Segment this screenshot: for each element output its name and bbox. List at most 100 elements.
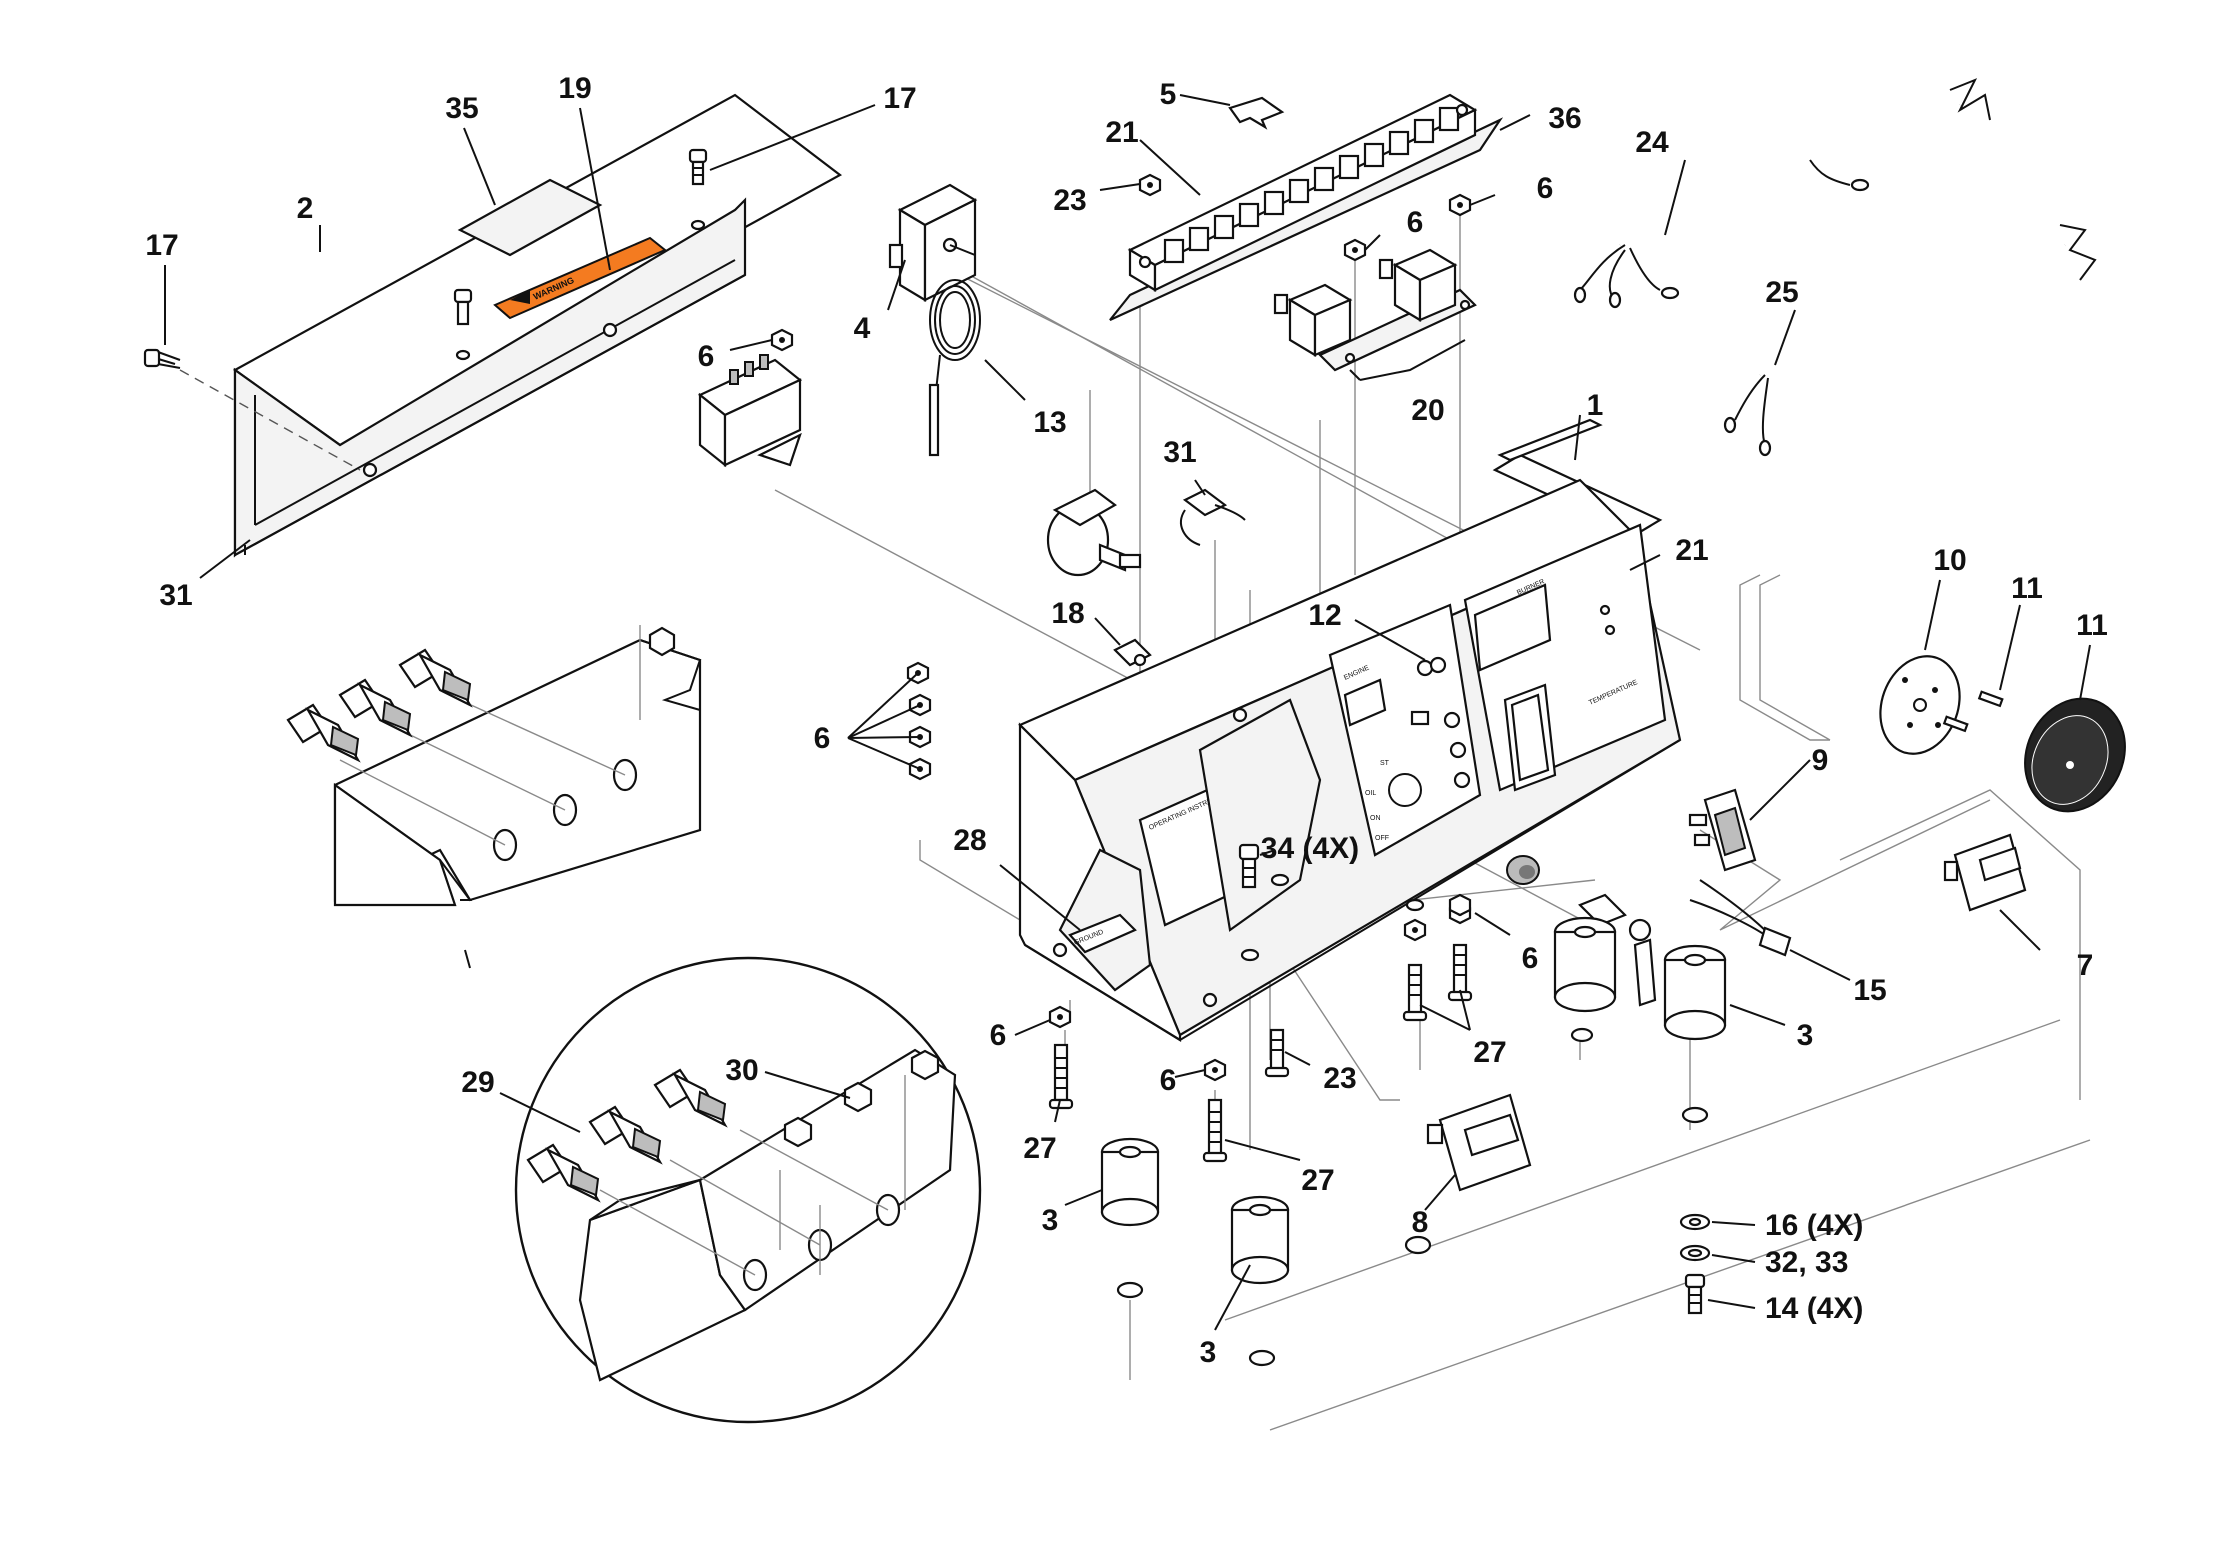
- fitting-mounting-plate: [333, 625, 702, 969]
- callout-6-mid: 6: [1160, 1064, 1177, 1097]
- compression-fitting-lower: [286, 703, 361, 763]
- callout-4: 4: [854, 312, 871, 345]
- callout-17-top: 17: [883, 82, 916, 115]
- callout-27-left: 27: [1023, 1132, 1056, 1165]
- rocker-switch-part-8: [1688, 788, 1757, 872]
- screw-on-cover: [453, 288, 473, 361]
- compression-fitting-middle: [338, 678, 413, 738]
- compression-fitting-upper: [398, 648, 473, 708]
- key-switch: [1578, 893, 1657, 1007]
- fitting-part-29-a: [526, 1143, 601, 1203]
- callout-17-left: 17: [145, 229, 178, 262]
- lockwasher-part-34: [1679, 1244, 1711, 1262]
- callout-6-stack: 6: [814, 722, 831, 755]
- callout-27-right: 27: [1473, 1036, 1506, 1069]
- callout-8: 9: [1812, 744, 1829, 777]
- screw-part-35: [1238, 843, 1290, 962]
- callout-13: 13: [1033, 406, 1066, 439]
- dial-plate-part-9: [1879, 655, 1961, 755]
- callout-3-bottom: 3: [1200, 1336, 1217, 1369]
- leader-lines: [164, 94, 2091, 1331]
- off-label: OFF: [1375, 835, 1389, 842]
- callout-18: 18: [1051, 597, 1084, 630]
- callout-22: 21: [1105, 116, 1138, 149]
- callout-labels: 2 35 19 17 17 31 5 21 23 36 24 25 6 6 4 …: [145, 72, 2108, 1369]
- relay-part-20: [1273, 248, 1477, 372]
- callout-36: 35: [445, 92, 478, 125]
- screw-part-17-right: [688, 148, 708, 231]
- callout-28: 28: [953, 824, 986, 857]
- fitting-part-29-b: [588, 1105, 663, 1165]
- warning-label-part-19: WARNING: [493, 236, 667, 320]
- screw-part-27-mid: [1202, 1058, 1228, 1163]
- wire-harness-part-25: [1573, 78, 1991, 309]
- screw-part-27-left: [1048, 1005, 1074, 1110]
- callout-27-mid: 27: [1301, 1164, 1334, 1197]
- clip-part-18: [1113, 638, 1152, 667]
- callout-6-panel: 6: [1522, 942, 1539, 975]
- callout-19: 19: [558, 72, 591, 105]
- callout-3-left: 3: [1042, 1204, 1059, 1237]
- capillary-bulb-part-13: [928, 279, 981, 457]
- pressure-switch: [1046, 488, 1142, 577]
- washer-part-16: [1679, 1106, 1711, 1231]
- callout-23: 23: [1323, 1062, 1356, 1095]
- standoff-part-3-right: [1663, 944, 1727, 1041]
- oil-label: OIL: [1365, 790, 1376, 797]
- callout-6-relay-right: 6: [1537, 172, 1554, 205]
- callout-35: 34 (4X): [1261, 832, 1359, 865]
- sensor-part-32-33: [1180, 488, 1246, 546]
- callout-14: 14 (4X): [1765, 1292, 1863, 1325]
- callout-26: 25: [1765, 276, 1798, 309]
- callout-34: 32, 33: [1765, 1246, 1848, 1279]
- on-label: ON: [1370, 815, 1381, 822]
- callout-20: 20: [1411, 394, 1444, 427]
- callout-9: 10: [1933, 544, 1966, 577]
- start-label: ST: [1380, 760, 1390, 767]
- terminal-blocks: [1163, 106, 1460, 264]
- standoff-part-3-left: [1100, 1137, 1160, 1299]
- callout-10: 11: [2011, 572, 2043, 605]
- callout-21: 21: [1675, 534, 1708, 567]
- callout-6-left: 6: [990, 1019, 1007, 1052]
- callout-7-right: 7: [2077, 949, 2094, 982]
- screw-part-17-left: [143, 348, 181, 369]
- nut-part-30: [783, 1049, 940, 1148]
- callout-37: 36: [1548, 102, 1581, 135]
- wire-harness-part-26: [1723, 224, 2097, 457]
- transformer-part-6: [697, 354, 803, 468]
- callout-11: 11: [2076, 609, 2108, 642]
- callout-30: 30: [725, 1054, 758, 1087]
- callout-29: 29: [461, 1066, 494, 1099]
- indicator-lamp-part-15: [1689, 879, 1792, 957]
- nut-part-6-relay-left: [1343, 238, 1367, 262]
- callout-3-right: 3: [1797, 1019, 1814, 1052]
- callout-32-33: 31: [1163, 436, 1196, 469]
- nut-near-transformer: [770, 328, 794, 352]
- callout-5: 5: [1160, 78, 1177, 111]
- callout-15: 15: [1853, 974, 1886, 1007]
- callout-1: 1: [1587, 389, 1604, 422]
- standoff-part-3-bottom: [1230, 1195, 1290, 1367]
- standoff-part-3-mid: [1553, 916, 1617, 1043]
- callout-6-transformer: 6: [698, 340, 715, 373]
- hour-meter-part-7-lower: [1404, 1093, 1532, 1255]
- temperature-knob-part-11: [2024, 697, 2126, 813]
- nut-part-6-relay-right: [1448, 193, 1472, 217]
- hour-meter-part-7-right: [1943, 833, 2027, 912]
- terminal-strip-assembly: [1109, 93, 1504, 321]
- nut-part-24: [1138, 173, 1162, 197]
- control-panel-part-1: OPERATING INSTRUCTIONS ENGINE BURNER TEM…: [1018, 418, 1682, 1042]
- screw-part-27-right-pair: [1402, 898, 1473, 1022]
- callout-24: 23: [1053, 184, 1086, 217]
- top-cover-part-2: [179, 93, 843, 558]
- callout-7-lower: 8: [1412, 1206, 1429, 1239]
- callout-16: 16 (4X): [1765, 1209, 1863, 1242]
- callout-6-relay-left: 6: [1407, 206, 1424, 239]
- hex-nut-top: [648, 626, 676, 657]
- nut-part-6-panel: [1448, 893, 1472, 917]
- callout-31: 31: [159, 579, 192, 612]
- callout-2: 2: [297, 192, 314, 225]
- callout-25: 24: [1635, 126, 1669, 159]
